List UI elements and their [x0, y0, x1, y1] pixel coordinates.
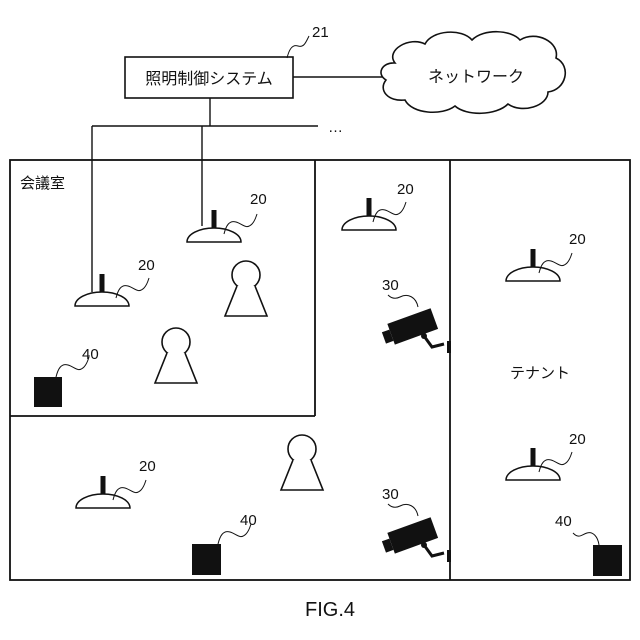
camera-device[interactable]: 30	[380, 277, 451, 353]
lighting-control-system[interactable]: 照明制御システム	[125, 57, 293, 98]
lighting-device-ref: 20	[250, 191, 267, 208]
sensor-device-ref: 40	[240, 512, 257, 529]
lighting-device-ref: 20	[397, 181, 414, 198]
lighting-device-ref: 20	[139, 458, 156, 475]
tenant-label: テナント	[510, 364, 570, 382]
lighting-device-ref: 20	[569, 231, 586, 248]
control-bus	[92, 98, 318, 292]
sensor-device-ref: 40	[82, 346, 99, 363]
camera-device-ref: 30	[382, 486, 399, 503]
ref-21: 21	[287, 24, 329, 58]
figure-caption: FIG.4	[305, 599, 355, 621]
sensor-device[interactable]: 40	[555, 513, 622, 576]
lighting-device[interactable]: 20	[75, 257, 155, 306]
lighting-device-ref: 20	[138, 257, 155, 274]
person-icon	[281, 435, 323, 490]
lighting-device[interactable]: 20	[187, 191, 267, 242]
sensor-device[interactable]: 40	[192, 512, 257, 575]
person-icon	[225, 261, 267, 316]
lighting-control-system-label: 照明制御システム	[145, 69, 273, 88]
sensor-device[interactable]: 40	[34, 346, 99, 407]
lighting-device[interactable]: 20	[506, 431, 586, 480]
lighting-device[interactable]: 20	[76, 458, 156, 508]
lighting-device[interactable]: 20	[342, 181, 414, 230]
bus-continuation: …	[328, 119, 343, 136]
ref-21-label: 21	[312, 24, 329, 41]
camera-device[interactable]: 30	[380, 486, 451, 562]
lighting-device[interactable]: 20	[506, 231, 586, 281]
network-label: ネットワーク	[428, 67, 524, 86]
sensor-device-ref: 40	[555, 513, 572, 530]
camera-device-ref: 30	[382, 277, 399, 294]
person-icon	[155, 328, 197, 383]
network-cloud[interactable]: ネットワーク	[381, 32, 565, 114]
lighting-device-ref: 20	[569, 431, 586, 448]
meeting-room-label: 会議室	[20, 174, 65, 192]
